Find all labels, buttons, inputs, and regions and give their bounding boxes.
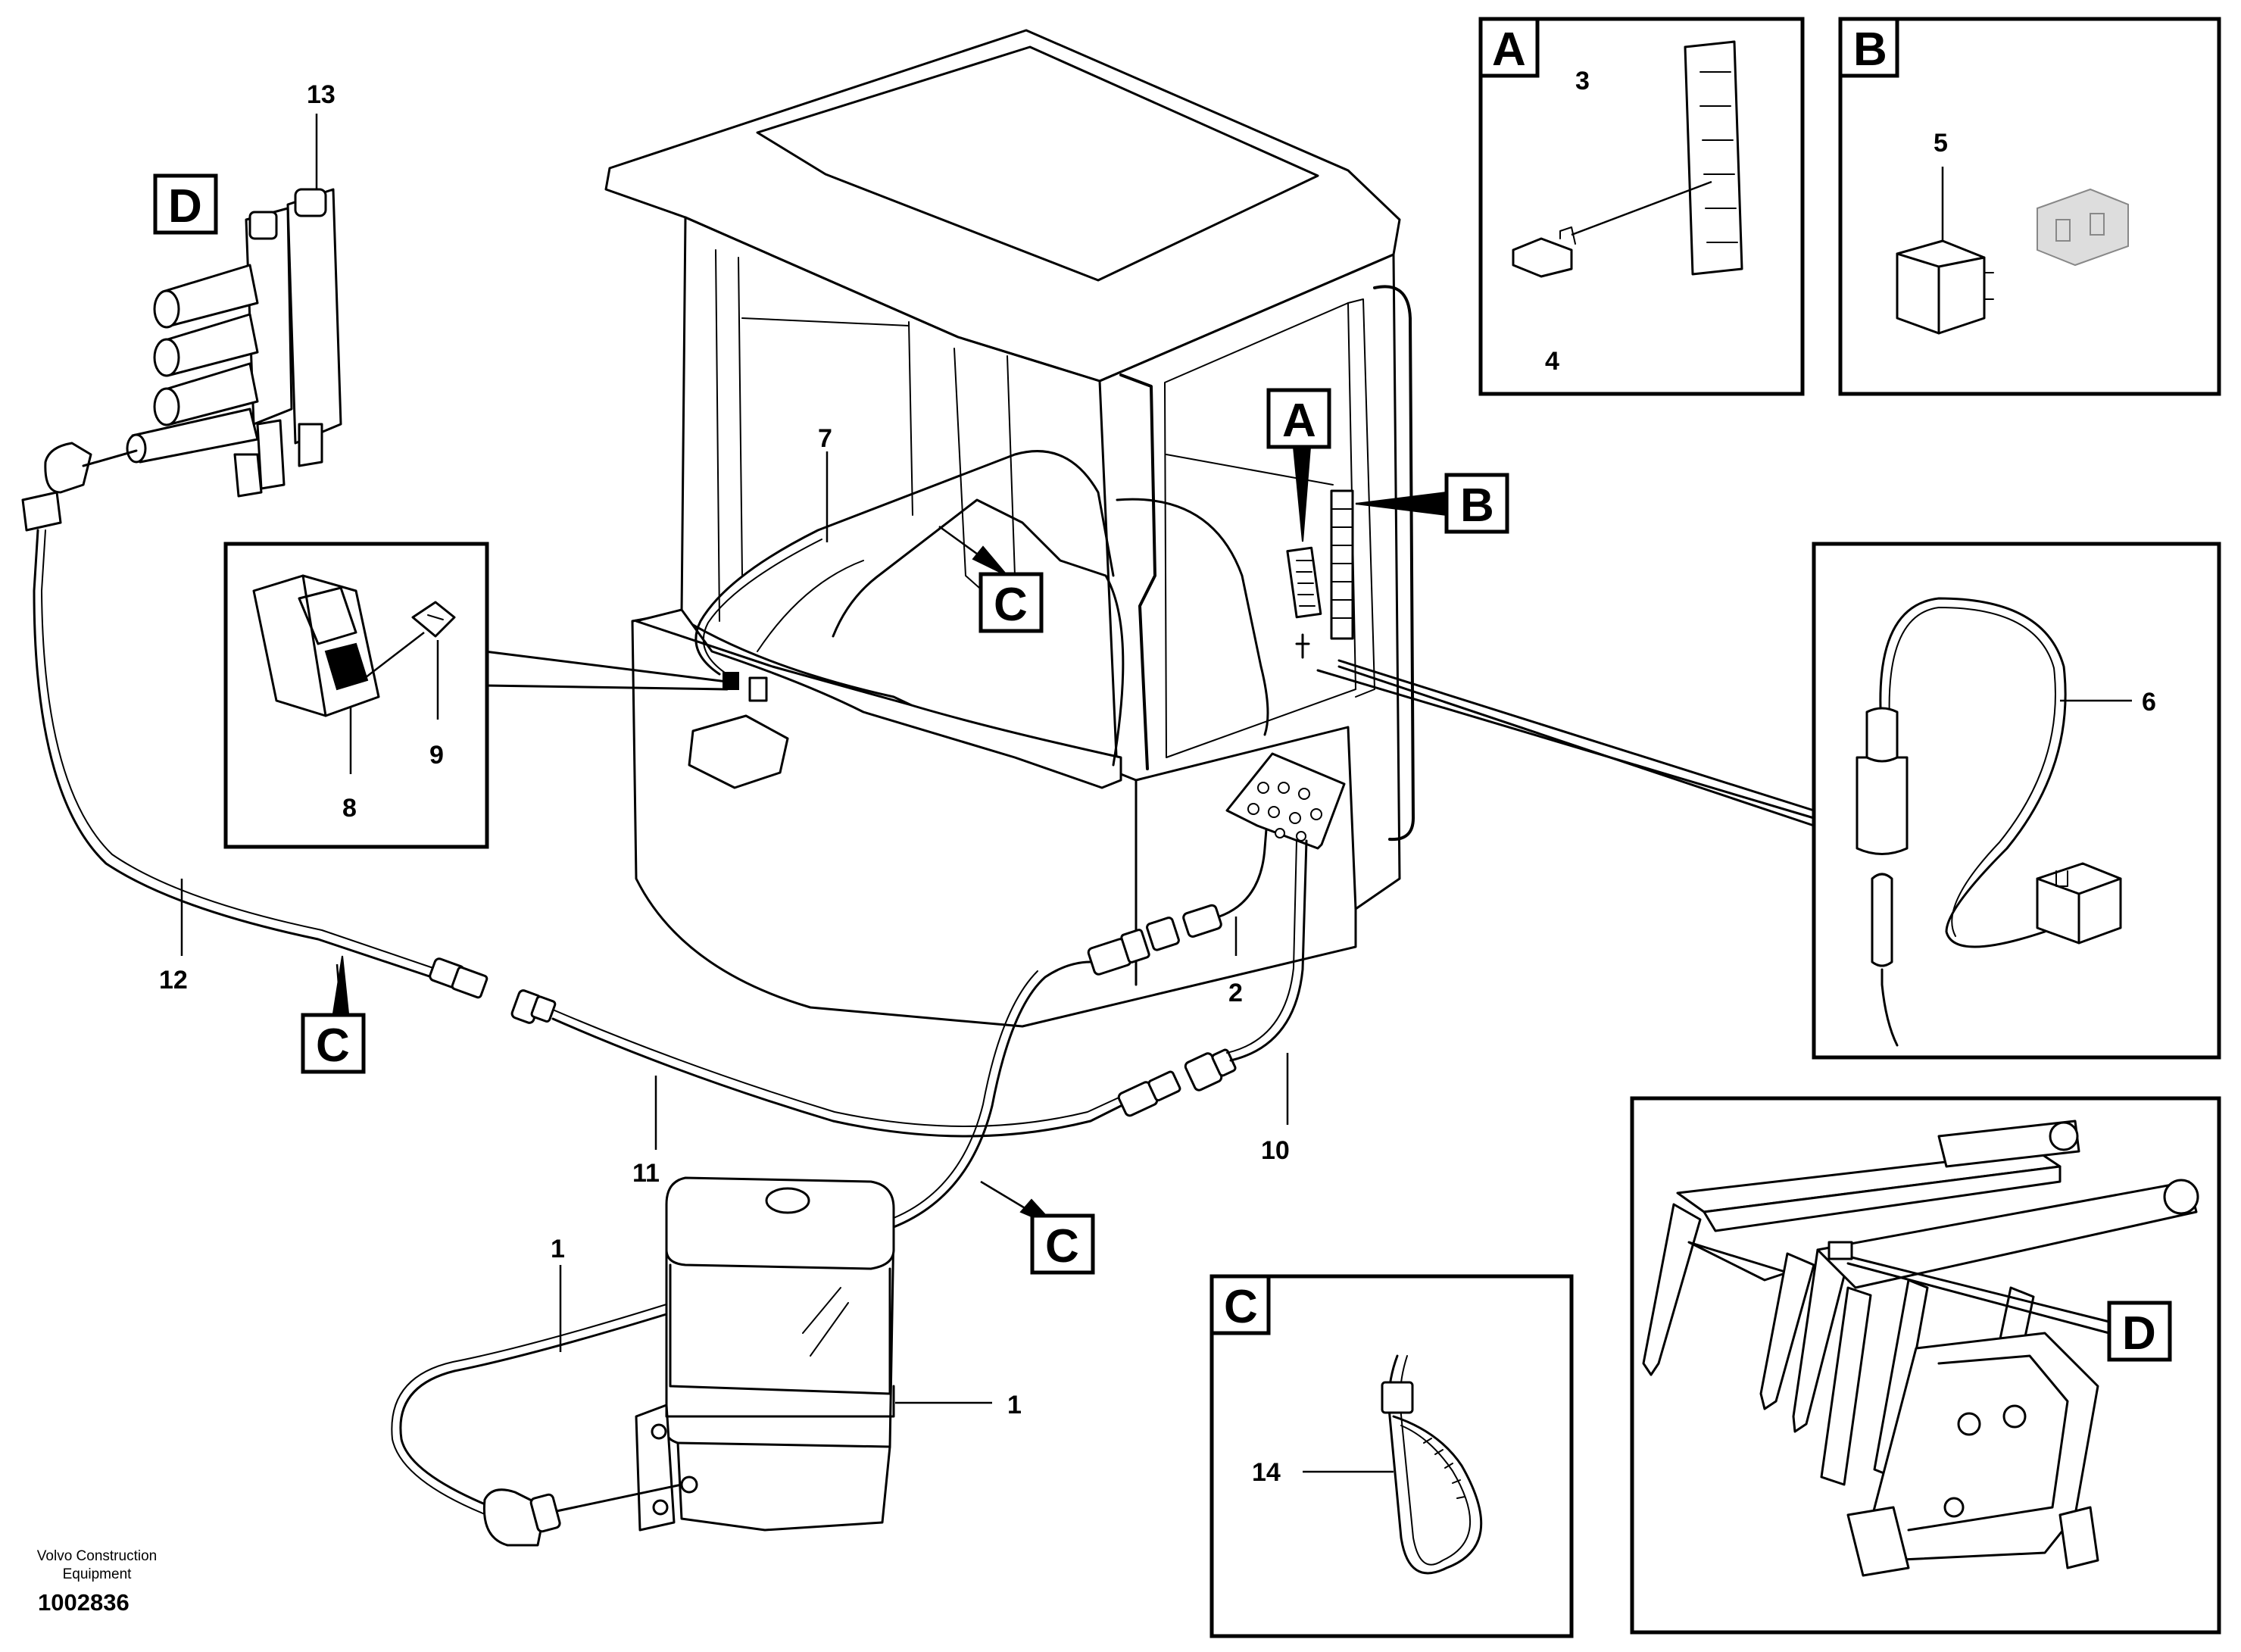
callout-9: 9 xyxy=(429,741,444,770)
callout-6: 6 xyxy=(2142,688,2156,717)
detail-panel-switch xyxy=(223,542,489,849)
box-letter-c-hose: C xyxy=(316,1020,350,1072)
box-letter-a-cab: A xyxy=(1282,395,1316,447)
drawing-number: 1002836 xyxy=(38,1589,130,1616)
callout-7: 7 xyxy=(818,424,832,453)
distributor-block-drawing xyxy=(21,188,342,532)
callout-12: 12 xyxy=(159,966,188,995)
panel-b-letter: B xyxy=(1853,23,1887,76)
detail-panel-loader xyxy=(1630,1096,2221,1635)
cab-drawing xyxy=(604,29,1415,1028)
callout-numbers: 13 7 3 4 5 6 8 9 2 10 11 12 1 1 14 xyxy=(159,67,2156,1487)
panel-a-letter: A xyxy=(1492,23,1526,76)
callout-2: 2 xyxy=(1228,979,1243,1007)
detail-panel-b xyxy=(1838,17,2221,396)
callout-4: 4 xyxy=(1545,347,1559,376)
callout-3: 3 xyxy=(1575,67,1590,95)
box-letter-b-cab: B xyxy=(1460,479,1494,532)
callout-8: 8 xyxy=(342,794,357,823)
panel-c-letter: C xyxy=(1224,1281,1258,1333)
callout-13: 13 xyxy=(307,80,336,109)
detail-panel-c xyxy=(1209,1274,1574,1638)
detail-panel-sensor xyxy=(1812,542,2221,1060)
callout-14: 14 xyxy=(1252,1458,1281,1487)
callout-11: 11 xyxy=(632,1159,660,1188)
lubricant-pump-drawing xyxy=(635,1176,895,1532)
box-letter-c-pump: C xyxy=(1045,1220,1079,1273)
panel-leaders xyxy=(483,650,1815,827)
callout-10: 10 xyxy=(1261,1136,1290,1165)
hose-routing xyxy=(33,529,1308,1547)
callout-5: 5 xyxy=(1934,129,1948,158)
callout-1-top: 1 xyxy=(551,1235,565,1263)
callout-1-right: 1 xyxy=(1007,1391,1022,1419)
box-letter-d-loader: D xyxy=(2122,1307,2156,1360)
box-letter-d-distributor: D xyxy=(168,180,202,233)
letter-boxes: D A B C C C D A B C xyxy=(153,17,2172,1362)
brand-caption: Volvo Construction Equipment xyxy=(36,1548,158,1582)
detail-panel-a xyxy=(1478,17,1805,396)
box-letter-c-harness: C xyxy=(994,579,1028,631)
